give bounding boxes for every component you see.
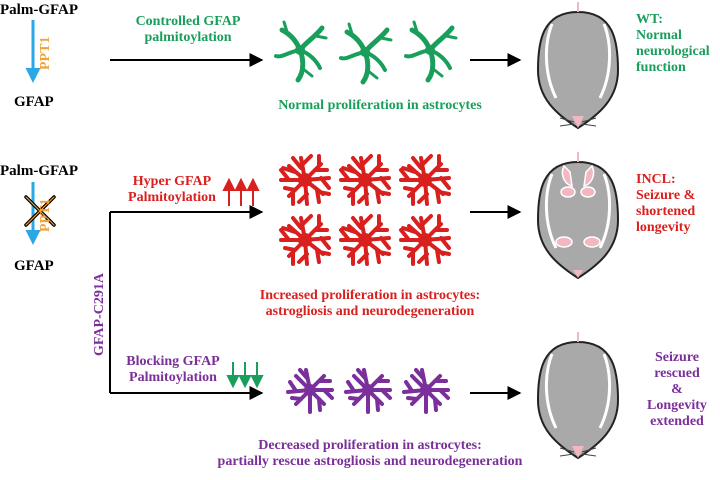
process-label-top: Controlled GFAP palmitoylation bbox=[118, 14, 258, 46]
caption-top: Normal proliferation in astrocytes bbox=[278, 98, 482, 113]
ppt1-label-middle: PPT1 bbox=[38, 198, 53, 232]
caption-bottom-line: partially rescue astrogliosis and neurod… bbox=[217, 454, 523, 470]
down-arrows-icon bbox=[226, 362, 264, 389]
outcome-label-top: WT: Normal neurological function bbox=[636, 12, 710, 76]
up-arrows-icon bbox=[222, 177, 260, 206]
caption-middle-line: astrogliosis and neurodegeneration bbox=[265, 304, 475, 320]
process-label-middle-line: Hyper GFAP bbox=[132, 174, 212, 189]
ppt1-label-top: PPT1 bbox=[38, 36, 53, 70]
process-label-top-line: palmitoylation bbox=[144, 30, 232, 46]
process-label-top-line: Controlled GFAP bbox=[135, 14, 241, 29]
process-label-middle: Hyper GFAP Palmitoylation bbox=[116, 174, 228, 206]
mutant-label: GFAP-C291A bbox=[92, 273, 107, 356]
caption-middle: Increased proliferation in astrocytes: a… bbox=[215, 288, 525, 320]
astrocyte-icon bbox=[276, 22, 456, 82]
outcome-label-line: & bbox=[671, 382, 683, 398]
outcome-label-line: INCL: bbox=[636, 172, 676, 187]
caption-middle-line: Increased proliferation in astrocytes: bbox=[259, 288, 481, 303]
outcome-label-line: longevity bbox=[636, 220, 691, 236]
gfap-label-middle: GFAP bbox=[14, 258, 54, 274]
inhibited-cross-icon bbox=[24, 195, 56, 227]
outcome-label-line: shortened bbox=[636, 204, 696, 220]
outcome-label-line: Seizure bbox=[654, 350, 700, 365]
outcome-label-bottom: Seizure rescued & Longevity extended bbox=[634, 350, 720, 430]
palm-gfap-label-middle: Palm-GFAP bbox=[0, 163, 79, 179]
outcome-label-line: Longevity bbox=[647, 398, 707, 414]
gfap-label-top: GFAP bbox=[14, 94, 54, 110]
mouse-icon bbox=[536, 0, 620, 130]
outcome-label-line: function bbox=[636, 60, 686, 76]
outcome-label-line: WT: bbox=[636, 12, 663, 27]
palm-gfap-label-top: Palm-GFAP bbox=[0, 2, 79, 18]
process-label-middle-line: Palmitoylation bbox=[128, 190, 216, 206]
outcome-label-line: Seizure & bbox=[636, 188, 696, 204]
outcome-label-line: rescued bbox=[654, 366, 700, 382]
mouse-icon bbox=[536, 150, 620, 280]
outcome-label-line: neurological bbox=[636, 44, 710, 60]
astrocyte-icon bbox=[279, 154, 451, 266]
process-label-bottom-line: Blocking GFAP bbox=[126, 354, 220, 369]
process-label-bottom: Blocking GFAP Palmitoylation bbox=[114, 354, 232, 386]
process-label-bottom-line: Palmitoylation bbox=[129, 370, 217, 386]
outcome-label-line: Normal bbox=[636, 28, 682, 44]
outcome-label-line: extended bbox=[650, 414, 704, 430]
caption-bottom: Decreased proliferation in astrocytes: p… bbox=[175, 438, 565, 470]
astrocyte-icon bbox=[286, 368, 450, 414]
caption-bottom-line: Decreased proliferation in astrocytes: bbox=[258, 438, 482, 453]
outcome-label-middle: INCL: Seizure & shortened longevity bbox=[636, 172, 695, 236]
